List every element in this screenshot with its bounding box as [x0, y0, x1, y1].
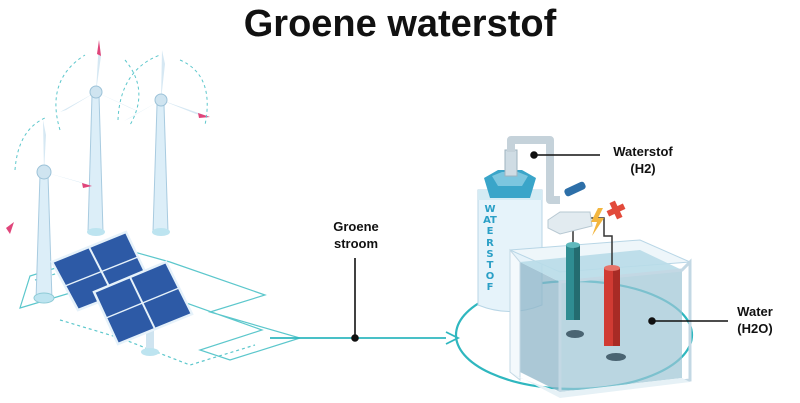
hydrogen-label-line1: Waterstof — [613, 144, 673, 159]
solar-panels — [50, 230, 194, 356]
gas-pipes — [507, 136, 560, 204]
electrodes — [547, 200, 626, 361]
lightning-icon — [591, 208, 604, 236]
power-line — [270, 331, 461, 345]
electrolyser-tank — [509, 239, 692, 398]
water-callout — [648, 317, 728, 325]
solar-panel-right — [92, 260, 194, 356]
plus-icon — [606, 200, 626, 220]
wind-turbine-back-right — [117, 50, 210, 236]
hydrogen-label: Waterstof (H2) — [598, 143, 688, 177]
power-label-line2: stroom — [333, 236, 379, 251]
water-label-line2: (H2O) — [737, 321, 773, 336]
callout-lines — [351, 151, 728, 342]
electrolysis-cap — [547, 211, 593, 235]
power-label-line1: Groene — [333, 219, 379, 234]
anode — [566, 228, 584, 338]
wind-turbine-front — [6, 117, 92, 304]
hydrogen-label-line2: (H2) — [630, 161, 656, 176]
wind-turbines — [6, 40, 210, 304]
cathode — [572, 217, 626, 361]
wind-turbine-back-left — [55, 40, 140, 236]
power-callout — [351, 258, 359, 342]
diagram-title: Groene waterstof — [243, 3, 557, 45]
power-label: Groene stroom — [320, 218, 392, 252]
tank-label: WATERSTOF — [483, 204, 497, 294]
vent-cylinder — [564, 181, 586, 197]
water-label: Water (H2O) — [722, 303, 788, 337]
water-label-line1: Water — [737, 304, 773, 319]
hydrogen-callout — [530, 151, 600, 159]
